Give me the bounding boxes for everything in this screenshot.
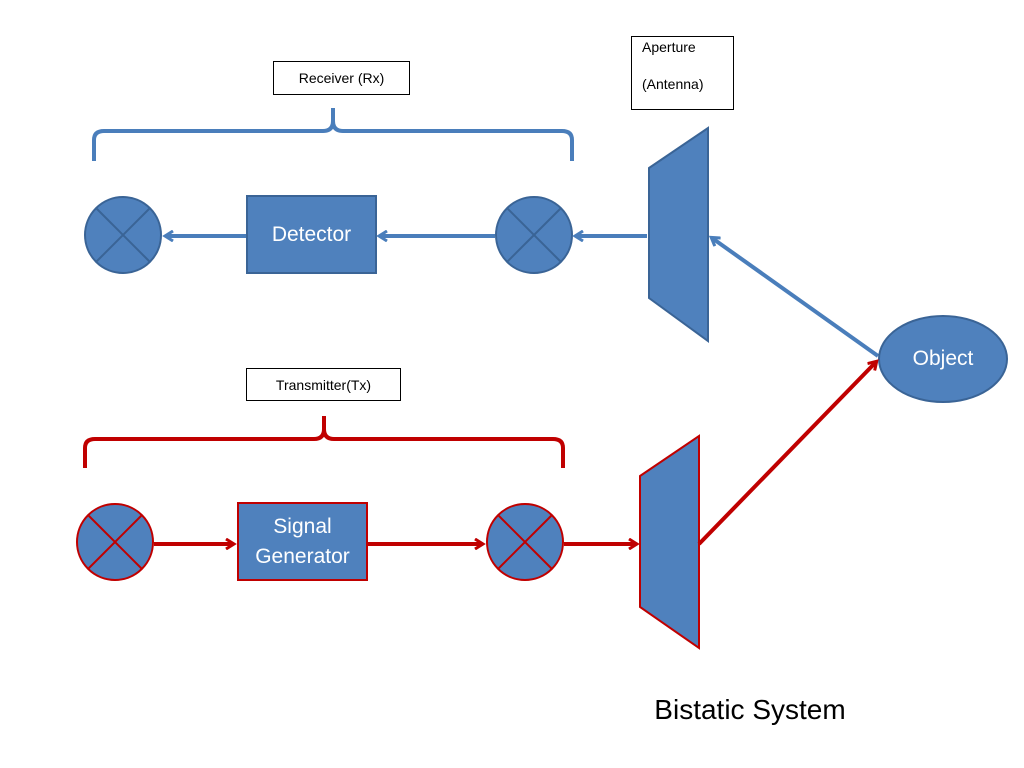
receiver-brace (92, 108, 574, 161)
receiver-label-text: Receiver (Rx) (298, 70, 385, 86)
rx-antenna (648, 126, 709, 343)
object-label: Object (878, 316, 1008, 402)
tx-mixer-right (486, 503, 564, 581)
detector-label: Detector (247, 196, 376, 273)
transmitter-label: Transmitter(Tx) (246, 368, 401, 401)
aperture-label-line2: (Antenna) (642, 76, 704, 92)
aperture-label: Aperture (Antenna) (631, 36, 734, 110)
rx-mixer-right (495, 196, 573, 274)
signal-generator-block (237, 502, 368, 581)
object-ellipse (878, 315, 1008, 403)
rx-mixer-left (84, 196, 162, 274)
object-label-text: Object (912, 347, 974, 370)
detector-block (246, 195, 377, 274)
signal-generator-label-line2: Generator (255, 544, 350, 568)
rx-arrow-object-to-antenna (712, 238, 880, 358)
tx-antenna (639, 434, 700, 650)
diagram-caption: Bistatic System (654, 694, 846, 725)
receiver-label: Receiver (Rx) (273, 61, 410, 95)
detector-label-text: Detector (271, 222, 352, 246)
tx-arrow-antenna-to-object (697, 362, 876, 546)
signal-generator-label-line1: Signal (273, 514, 332, 538)
transmitter-brace (83, 416, 565, 468)
aperture-label-line1: Aperture (642, 39, 696, 55)
tx-mixer-left (76, 503, 154, 581)
signal-generator-label: Signal Generator (238, 503, 367, 580)
transmitter-label-text: Transmitter(Tx) (275, 376, 372, 393)
